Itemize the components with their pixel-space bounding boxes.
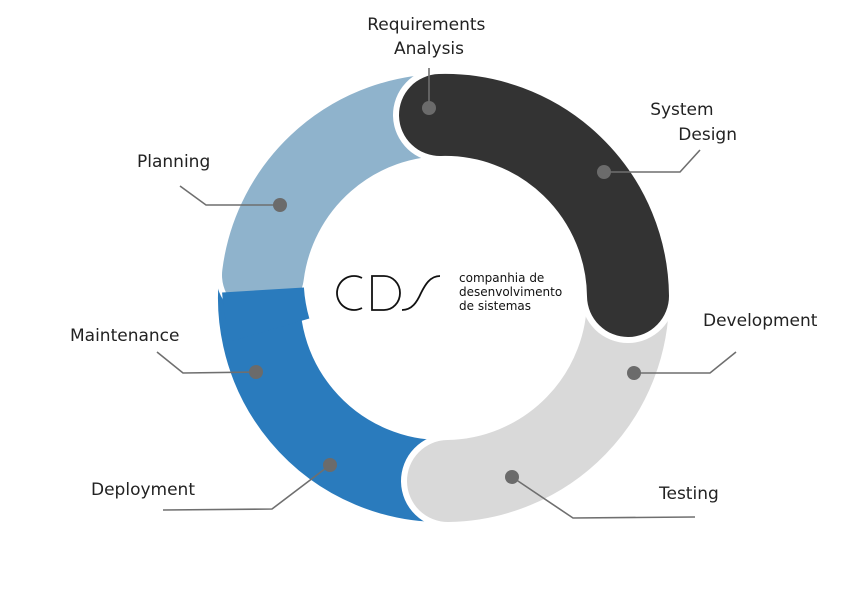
marker-deployment bbox=[323, 458, 337, 472]
logo-letter-c bbox=[336, 275, 363, 311]
logo-letter-d bbox=[371, 275, 401, 311]
leader-deployment bbox=[162, 464, 331, 511]
label-deployment: Deployment bbox=[91, 480, 195, 500]
leader-maintenance bbox=[156, 351, 257, 374]
label-maintenance: Maintenance bbox=[70, 326, 179, 346]
leader-testing bbox=[511, 476, 696, 519]
leader-system-design bbox=[604, 149, 701, 173]
logo-letter-s bbox=[401, 275, 441, 311]
label-development: Development bbox=[703, 311, 818, 331]
marker-maintenance bbox=[249, 365, 263, 379]
marker-development bbox=[627, 366, 641, 380]
marker-planning bbox=[273, 198, 287, 212]
label-testing: Testing bbox=[658, 484, 719, 504]
marker-requirements bbox=[422, 101, 436, 115]
leader-development bbox=[634, 351, 737, 374]
label-system-design: System Design bbox=[650, 100, 737, 145]
logo-tagline: companhia de desenvolvimento de sistemas bbox=[459, 271, 566, 313]
label-planning: Planning bbox=[137, 152, 210, 172]
leader-planning bbox=[179, 185, 280, 206]
segment-system-design-fill bbox=[399, 73, 669, 337]
marker-system-design bbox=[597, 165, 611, 179]
cds-logo: companhia de desenvolvimento de sistemas bbox=[336, 271, 566, 313]
segment-overlap-blue-top bbox=[222, 286, 310, 342]
marker-testing bbox=[505, 470, 519, 484]
label-requirements: Requirements Analysis bbox=[367, 15, 491, 59]
